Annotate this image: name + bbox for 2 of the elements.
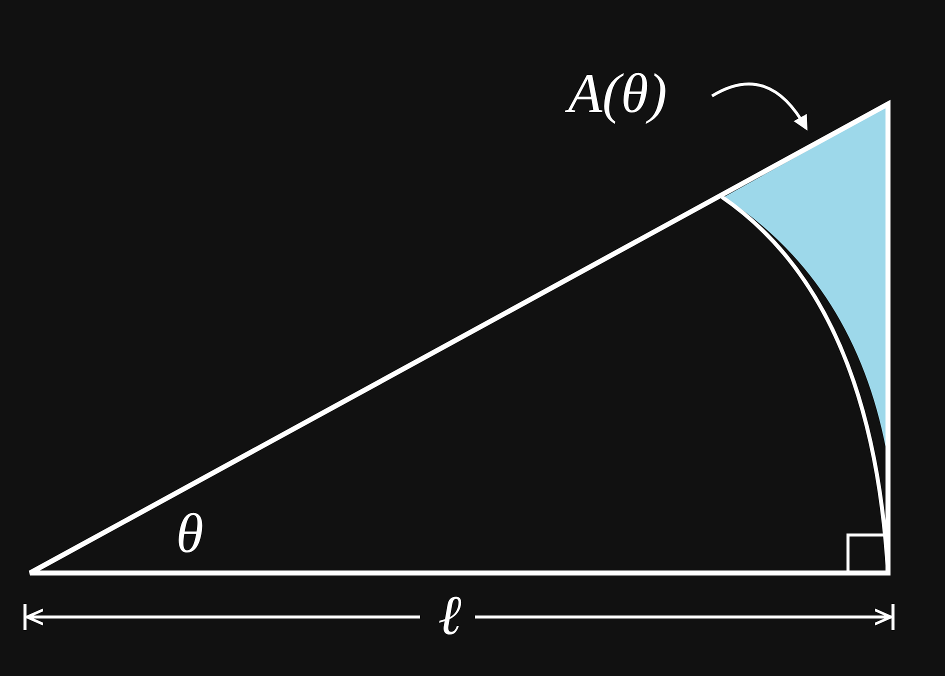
angle-label: θ bbox=[176, 506, 204, 562]
curved-arrow bbox=[711, 82, 808, 131]
